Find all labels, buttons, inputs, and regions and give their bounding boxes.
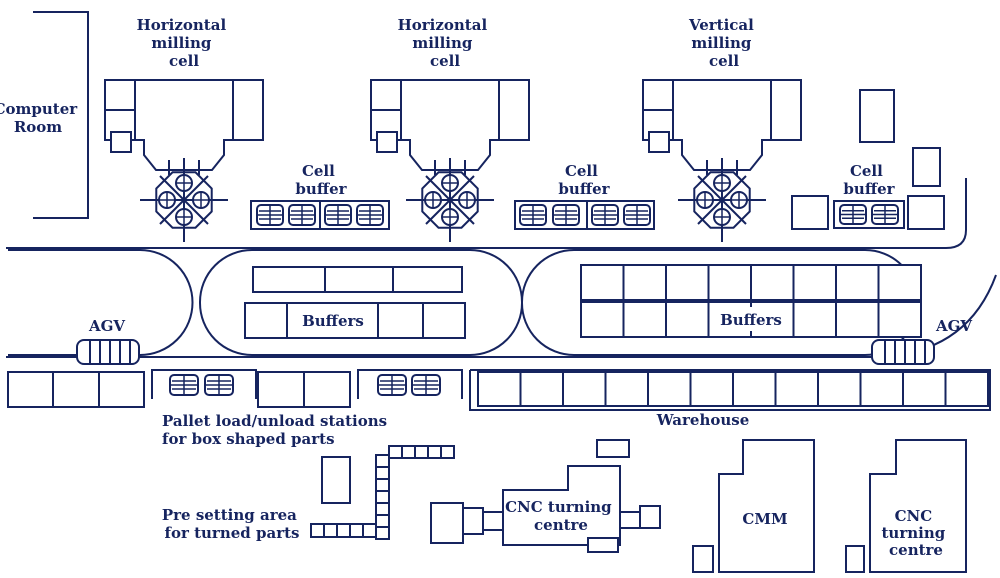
pallet-stations-label: Pallet load/unload stations for box shap… [162,412,392,448]
hmc2-label: Horizontal milling cell [398,16,493,70]
computer-room: Computer Room [0,11,89,219]
cnc-turning-centre-1: CNC turning centre [430,439,661,553]
pallet-icon [288,204,316,226]
agv-track [6,178,997,358]
agv-right-label: AGV [935,317,972,335]
cnc-turning-2-label: CNC turning centre [882,507,951,559]
vmc-label: Vertical milling cell [688,16,759,70]
pallet-icon [377,374,407,396]
pallet-icon [871,204,899,225]
hmc1-label: Horizontal milling cell [137,16,232,70]
pallet-icon [839,204,867,225]
computer-room-label: Computer Room [0,100,82,136]
buffers-right: Buffers [580,264,922,338]
milling-machine [642,79,802,242]
pallet-icon [256,204,284,226]
milling-machine [104,79,264,242]
buffers-left: Buffers [244,266,466,339]
presetting-area: Pre setting area for turned parts [162,445,455,542]
buffers-left-label: Buffers [302,312,364,330]
cnc-turning-centre-2: CNC turning centre [845,439,967,573]
pallet-icon [169,374,199,396]
milling-machines [104,79,802,242]
agv-left: AGV [76,317,140,365]
cnc-turning-1-label: CNC turning centre [505,498,617,534]
pallet-icon [204,374,234,396]
pallet-icon [591,204,619,226]
cell-buffer-3: Cell buffer [791,89,945,230]
pallet-icon [552,204,580,226]
pallet-icon [519,204,547,226]
pallet-icon [623,204,651,226]
presetting-label: Pre setting area for turned parts [162,506,302,542]
milling-machine [370,79,530,242]
pallet-icon [324,204,352,226]
pallet-icon [356,204,384,226]
cell-buffer-3-label: Cell buffer [843,162,895,198]
cell-buffer-2-label: Cell buffer [558,162,610,198]
cmm-label: CMM [742,510,787,528]
cell-buffer-1-label: Cell buffer [295,162,347,198]
lower-row [7,369,991,411]
buffers-right-label: Buffers [720,311,782,329]
agv-left-label: AGV [88,317,125,335]
warehouse-label: Warehouse [656,411,750,429]
cmm: CMM [692,439,815,573]
agv-right: AGV [871,317,972,365]
pallet-icon [411,374,441,396]
